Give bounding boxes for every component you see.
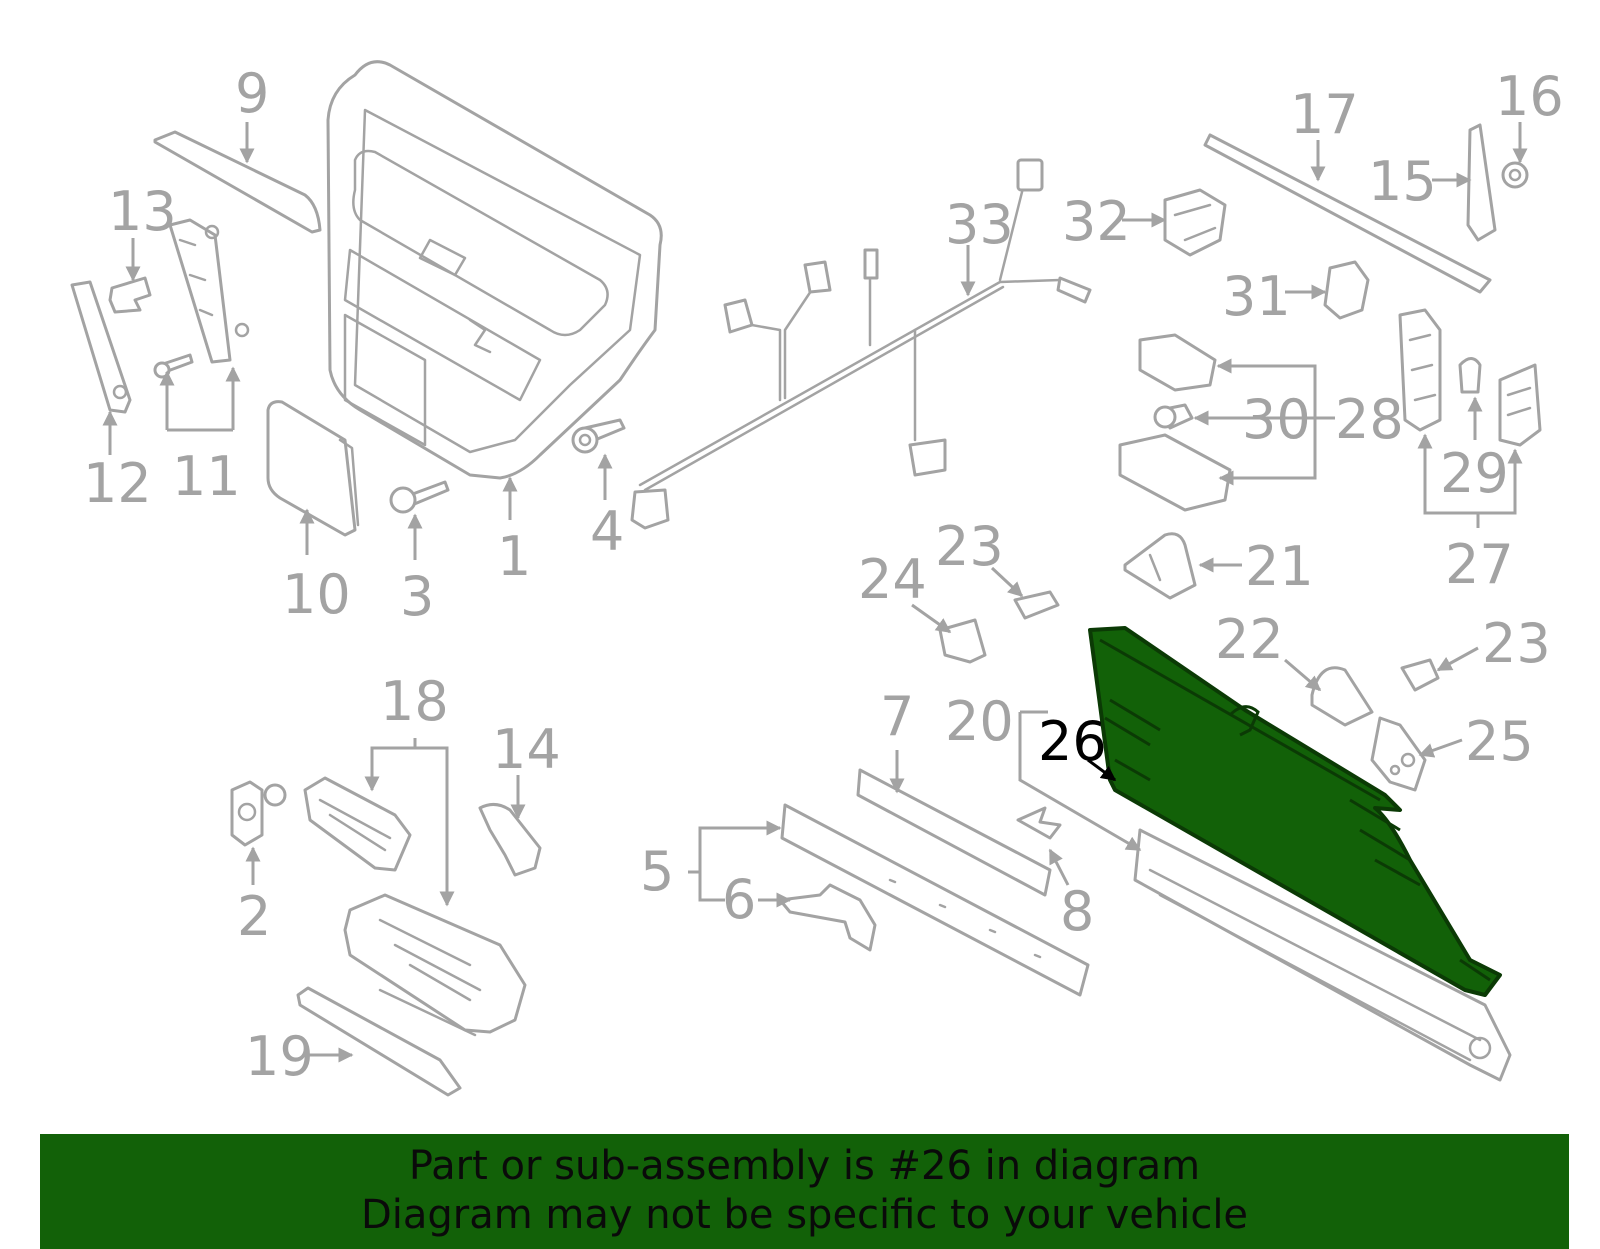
belt-moulding-17-part[interactable] <box>1203 133 1492 294</box>
callout-2: 2 <box>237 885 271 948</box>
callout-22: 22 <box>1215 608 1284 671</box>
clip-8-part[interactable] <box>1016 806 1062 840</box>
highlighted-part-26[interactable] <box>1088 626 1502 997</box>
wedge-22-part[interactable] <box>1310 666 1374 727</box>
callout-33: 33 <box>945 193 1014 256</box>
callout-32: 32 <box>1062 190 1131 253</box>
panel-19-part[interactable] <box>296 986 462 1097</box>
pull-handle-bracket-part[interactable] <box>168 218 250 364</box>
banner-line-2: Diagram may not be specific to your vehi… <box>360 1192 1249 1238</box>
bracket-25-part[interactable] <box>1370 716 1427 792</box>
callout-labels: 1 2 3 4 5 6 7 8 9 10 11 12 13 14 15 16 1… <box>83 62 1564 1088</box>
leader-lines <box>102 122 1528 1063</box>
callout-18: 18 <box>380 670 449 733</box>
callout-26: 26 <box>1038 710 1107 773</box>
callout-19: 19 <box>245 1025 314 1088</box>
callout-25: 25 <box>1465 710 1534 773</box>
speaker-grille-part[interactable] <box>266 400 360 537</box>
bracket-21-part[interactable] <box>1123 532 1197 600</box>
latch-27-part[interactable] <box>1398 308 1442 432</box>
banner-line-1: Part or sub-assembly is #26 in diagram <box>408 1143 1201 1189</box>
info-banner: Part or sub-assembly is #26 in diagram D… <box>40 1134 1569 1249</box>
trim-strip-7-part[interactable] <box>856 768 1052 897</box>
callout-24: 24 <box>858 548 927 611</box>
clip-13-part[interactable] <box>108 276 152 314</box>
callout-23b: 23 <box>1482 612 1551 675</box>
callout-11: 11 <box>172 445 241 508</box>
callout-6: 6 <box>722 868 756 931</box>
push-clip-4-part[interactable] <box>571 418 626 454</box>
callout-17: 17 <box>1290 83 1359 146</box>
callout-5: 5 <box>640 840 674 903</box>
cover-14-part[interactable] <box>478 803 542 877</box>
wiring-harness-part[interactable] <box>630 158 1092 530</box>
window-switch-32-part[interactable] <box>1163 188 1227 257</box>
block-24-part[interactable] <box>938 618 987 664</box>
callout-12: 12 <box>83 452 152 515</box>
callout-8: 8 <box>1060 880 1094 943</box>
pad-23-part[interactable] <box>1013 590 1060 620</box>
callout-21: 21 <box>1245 535 1314 598</box>
pad-23b-part[interactable] <box>1400 658 1440 692</box>
bracket-29-part[interactable] <box>1498 363 1542 447</box>
bulb-28-part[interactable] <box>1458 357 1482 394</box>
clip-2-part[interactable] <box>230 780 287 847</box>
trim-piece-15-part[interactable] <box>1466 123 1497 242</box>
callout-15: 15 <box>1368 150 1437 213</box>
callout-16: 16 <box>1495 65 1564 128</box>
callout-29: 29 <box>1440 442 1509 505</box>
callout-3: 3 <box>400 565 434 628</box>
lamp-housing-30-part[interactable] <box>1118 333 1232 512</box>
screw-11-part[interactable] <box>153 353 194 379</box>
callout-31: 31 <box>1222 265 1291 328</box>
callout-9: 9 <box>235 62 269 125</box>
callout-20: 20 <box>945 690 1014 753</box>
sill-strip-5-part[interactable] <box>780 803 1090 997</box>
callout-13: 13 <box>108 180 177 243</box>
upper-trim-strip-part[interactable] <box>153 130 322 234</box>
callout-7: 7 <box>880 685 914 748</box>
clip-16-part[interactable] <box>1501 161 1529 189</box>
callout-27: 27 <box>1445 533 1514 596</box>
switch-31-part[interactable] <box>1323 260 1370 320</box>
callout-1: 1 <box>497 525 531 588</box>
sill-panel-20-part[interactable] <box>1133 828 1512 1082</box>
callout-30: 30 <box>1242 388 1311 451</box>
callout-10: 10 <box>282 563 351 626</box>
housing-18-lower-part[interactable] <box>343 893 527 1037</box>
callout-23: 23 <box>935 515 1004 578</box>
housing-18-upper-part[interactable] <box>303 776 412 872</box>
callout-14: 14 <box>492 718 561 781</box>
bolt-3-part[interactable] <box>389 480 450 514</box>
callout-4: 4 <box>590 500 624 563</box>
callout-28: 28 <box>1335 388 1404 451</box>
handle-cover-part[interactable] <box>70 280 132 414</box>
bracket-6-part[interactable] <box>778 883 877 952</box>
door-trim-panel-part[interactable] <box>326 60 663 480</box>
